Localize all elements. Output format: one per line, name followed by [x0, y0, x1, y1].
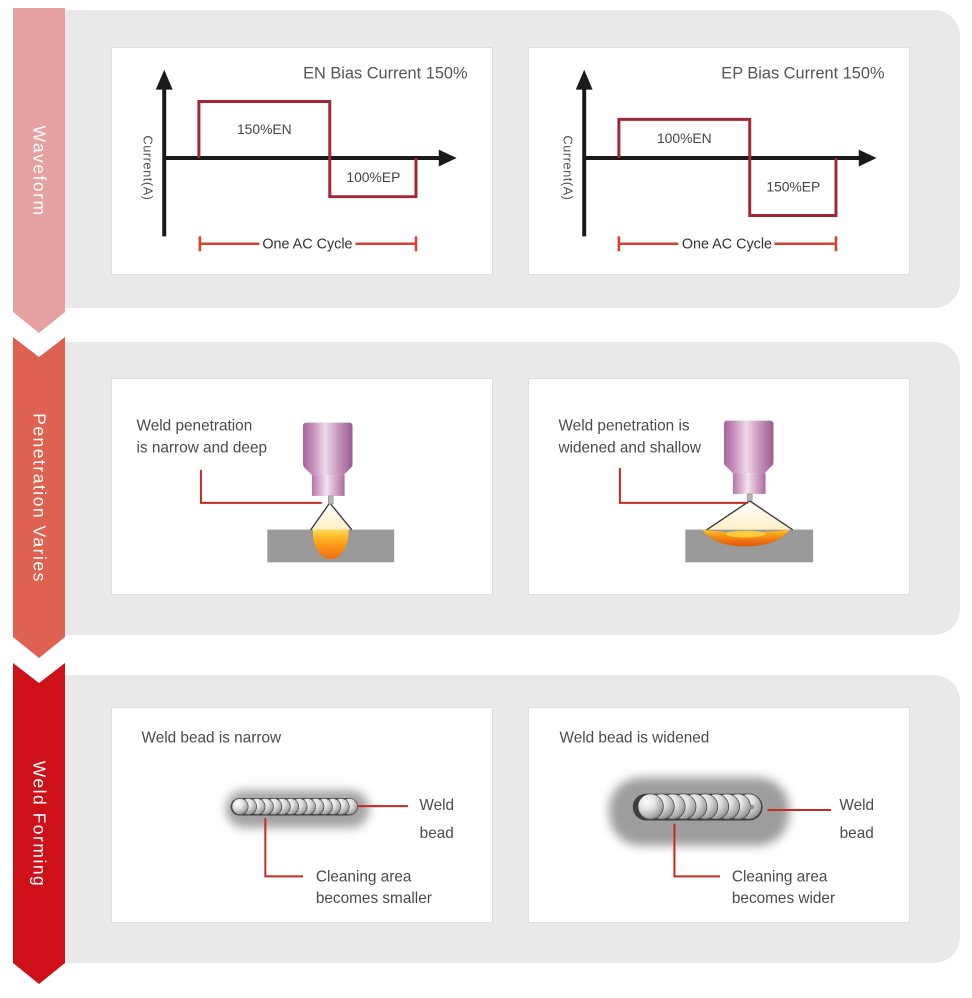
caption-line-2: widened and shallow	[557, 439, 701, 456]
bead-ripples	[231, 798, 359, 816]
weld-bead	[632, 793, 763, 821]
ep-amplitude-label: 150%EP	[766, 179, 820, 195]
welding-arc	[310, 502, 353, 531]
ac-cycle-label: One AC Cycle	[262, 237, 352, 253]
y-axis	[575, 69, 593, 237]
y-axis	[155, 69, 173, 237]
x-axis	[584, 149, 877, 167]
ep-bias-chart: EP Bias Current 150% Current(A) 100%EN 1…	[560, 65, 884, 253]
x-axis	[164, 149, 457, 167]
panel-en-bias-waveform: EN Bias Current 150% Current(A) 150%EN 1…	[111, 47, 493, 275]
weld-pool-wide-shallow	[702, 529, 790, 547]
welding-arc	[706, 500, 794, 531]
weld-bead-label-line-2: bead	[840, 825, 874, 842]
caption: Weld bead is narrow	[142, 730, 283, 747]
banner-waveform: Waveform	[13, 8, 65, 333]
square-wave	[617, 117, 838, 218]
caption-line-1: Weld penetration	[137, 418, 253, 435]
bead-ripples	[637, 793, 762, 820]
banner-weld-forming-label: Weld Forming	[29, 760, 50, 887]
caption-line-1: Weld penetration is	[558, 418, 689, 435]
wide-penetration-figure: Weld penetration is widened and shallow	[557, 418, 814, 563]
weld-bead-label-line-1: Weld	[839, 797, 874, 814]
banner-weld-forming: Weld Forming	[13, 663, 65, 984]
square-wave	[197, 100, 418, 199]
caption: Weld bead is widened	[559, 730, 709, 747]
widened-bead-figure: Weld bead is widened Weld bead Cleaning …	[559, 730, 874, 908]
x-axis-arrow-icon	[858, 149, 877, 167]
electrode	[327, 495, 334, 505]
panel-weld-bead-narrow: Weld bead is narrow Weld bead Cleaning a…	[111, 707, 493, 923]
narrow-penetration-figure: Weld penetration is narrow and deep	[137, 418, 395, 563]
panel-ep-bias-waveform: EP Bias Current 150% Current(A) 100%EN 1…	[528, 47, 910, 275]
y-axis-arrow-icon	[155, 69, 173, 90]
cleaning-label-line-1: Cleaning area	[316, 868, 412, 885]
bead-end-dimple	[750, 804, 755, 810]
en-amplitude-label: 150%EN	[237, 121, 292, 137]
banner-penetration-label: Penetration Varies	[29, 412, 50, 583]
panel-penetration-wide: Weld penetration is widened and shallow	[528, 378, 910, 595]
weld-bead	[230, 798, 359, 816]
banner-penetration-varies: Penetration Varies	[13, 337, 65, 658]
en-amplitude-label: 100%EN	[657, 130, 712, 146]
caption-line-2: is narrow and deep	[137, 439, 268, 456]
caption-leader-line	[618, 468, 748, 504]
chart-title: EN Bias Current 150%	[303, 65, 467, 83]
cleaning-area-leader-line	[673, 823, 720, 878]
chart-title: EP Bias Current 150%	[721, 65, 884, 83]
weld-pool-highlight	[725, 530, 766, 538]
y-axis-label: Current(A)	[140, 135, 155, 200]
panel-weld-bead-widened: Weld bead is widened Weld bead Cleaning …	[528, 707, 910, 923]
weld-pool-narrow-deep	[312, 529, 349, 560]
ep-amplitude-label: 100%EP	[346, 169, 400, 185]
panel-penetration-narrow: Weld penetration is narrow and deep	[111, 378, 493, 595]
banner-waveform-label: Waveform	[29, 124, 50, 217]
tig-torch	[723, 420, 774, 502]
ac-cycle-label: One AC Cycle	[682, 237, 772, 253]
x-axis-arrow-icon	[438, 149, 457, 167]
weld-bead-label-line-1: Weld	[419, 797, 454, 814]
cleaning-label-line-1: Cleaning area	[732, 868, 828, 885]
y-axis-label: Current(A)	[560, 135, 575, 200]
narrow-bead-figure: Weld bead is narrow Weld bead Cleaning a…	[142, 730, 455, 908]
electrode	[746, 493, 753, 502]
cleaning-label-line-2: becomes wider	[732, 890, 835, 907]
tig-torch	[302, 422, 353, 505]
cleaning-label-line-2: becomes smaller	[316, 890, 432, 907]
caption-leader-line	[199, 470, 322, 504]
cleaning-area-leader-line	[264, 817, 303, 878]
ac-cycle-bracket	[198, 236, 418, 252]
en-bias-chart: EN Bias Current 150% Current(A) 150%EN 1…	[140, 65, 467, 253]
ac-cycle-bracket	[617, 236, 838, 252]
y-axis-arrow-icon	[575, 69, 593, 90]
weld-bead-label-line-2: bead	[420, 825, 454, 842]
